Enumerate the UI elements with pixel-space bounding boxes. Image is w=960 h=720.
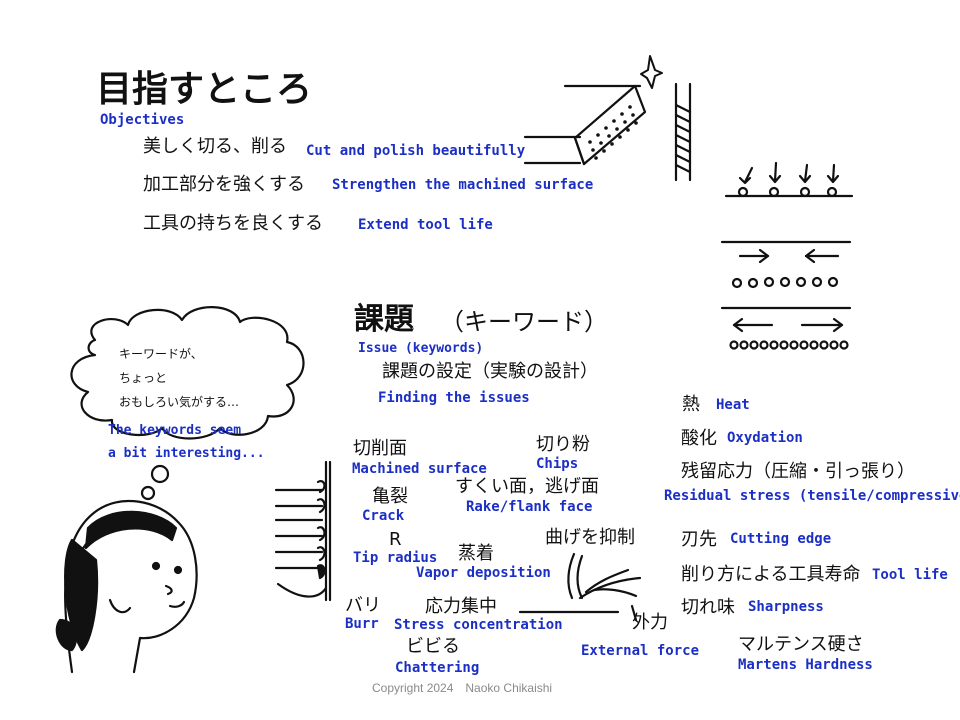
keyword-sharpness-en: Sharpness: [748, 599, 824, 615]
objective-1: 美しく切る、削る: [143, 136, 287, 157]
copyright: Copyright 2024 Naoko Chikaishi: [372, 681, 553, 695]
keyword-heat: 熱: [682, 394, 700, 415]
issues-heading-paren: （キーワード）: [440, 308, 608, 336]
shot-peening-sketch: [724, 161, 854, 198]
objective-3-en: Extend tool life: [358, 217, 493, 233]
objective-2-en: Strengthen the machined surface: [332, 177, 594, 193]
keyword-stress-en: Stress concentration: [394, 617, 563, 633]
objectives-heading-en: Objectives: [100, 112, 185, 128]
thought-line-1: キーワードが、: [119, 347, 203, 361]
issues-setting-en: Finding the issues: [378, 390, 530, 406]
keyword-burr: バリ: [345, 595, 381, 616]
thought-line-3: おもしろい気がする…: [119, 395, 240, 409]
keyword-martens: マルテンス硬さ: [738, 634, 864, 655]
keyword-vapor-en: Vapor deposition: [416, 565, 551, 581]
keyword-vapor: 蒸着: [458, 543, 494, 564]
keyword-oxidation-en: Oxydation: [727, 430, 803, 446]
tool-bending-sketch: [518, 552, 642, 622]
keyword-cut-surface-en: Machined surface: [352, 461, 487, 477]
objective-2: 加工部分を強くする: [143, 174, 305, 195]
keyword-martens-en: Martens Hardness: [738, 657, 873, 673]
tension-sketch: [720, 306, 852, 350]
keyword-cutting-edge-en: Cutting edge: [730, 531, 832, 547]
keyword-external-force: 外力: [632, 612, 668, 633]
keyword-external-force-en: External force: [581, 643, 700, 659]
keyword-rake: すくい面，逃げ面: [455, 476, 599, 497]
keyword-residual-stress: 残留応力（圧縮・引っ張り）: [681, 461, 915, 482]
objective-1-en: Cut and polish beautifully: [306, 143, 526, 159]
keyword-crack: 亀裂: [372, 486, 408, 507]
keyword-sharpness: 切れ味: [681, 597, 735, 618]
keyword-chatter-en: Chattering: [395, 660, 480, 676]
person-illustration: [55, 499, 198, 674]
issues-setting: 課題の設定（実験の設計）: [382, 361, 598, 382]
thought-en-2: a bit interesting...: [108, 446, 265, 461]
keyword-chips: 切り粉: [536, 434, 590, 455]
machined-surface-sketch: [274, 460, 332, 602]
keyword-tip-radius-en: Tip radius: [353, 550, 438, 566]
keyword-crack-en: Crack: [362, 508, 405, 524]
keyword-tool-life-en: Tool life: [872, 567, 948, 583]
keyword-tool-life: 削り方による工具寿命: [681, 564, 861, 585]
keyword-tip-radius: R: [389, 529, 402, 550]
keyword-residual-stress-en: Residual stress (tensile/compressive): [664, 488, 960, 504]
keyword-heat-en: Heat: [716, 397, 750, 413]
keyword-cut-surface: 切削面: [353, 438, 407, 459]
drill-sketch: [674, 82, 692, 182]
thought-en-1: The keywords seem: [108, 423, 242, 438]
keyword-burr-en: Burr: [345, 616, 379, 632]
objectives-heading: 目指すところ: [96, 69, 313, 110]
keyword-rake-en: Rake/flank face: [466, 499, 593, 515]
keyword-chatter: ビビる: [406, 636, 460, 657]
keyword-chips-en: Chips: [536, 456, 579, 472]
compression-sketch: [720, 240, 852, 289]
cutting-tool-sketch: [523, 55, 663, 166]
keyword-stress: 応力集中: [425, 596, 497, 617]
thought-bubble: [70, 306, 305, 501]
issues-heading: 課題: [354, 302, 414, 337]
objective-3: 工具の持ちを良くする: [143, 213, 323, 234]
thought-line-2: ちょっと: [119, 371, 168, 385]
issues-heading-en: Issue (keywords): [358, 341, 484, 356]
keyword-bend: 曲げを抑制: [545, 527, 635, 548]
keyword-cutting-edge: 刃先: [681, 529, 717, 550]
keyword-oxidation: 酸化: [681, 428, 717, 449]
tool-holes: [588, 105, 638, 160]
